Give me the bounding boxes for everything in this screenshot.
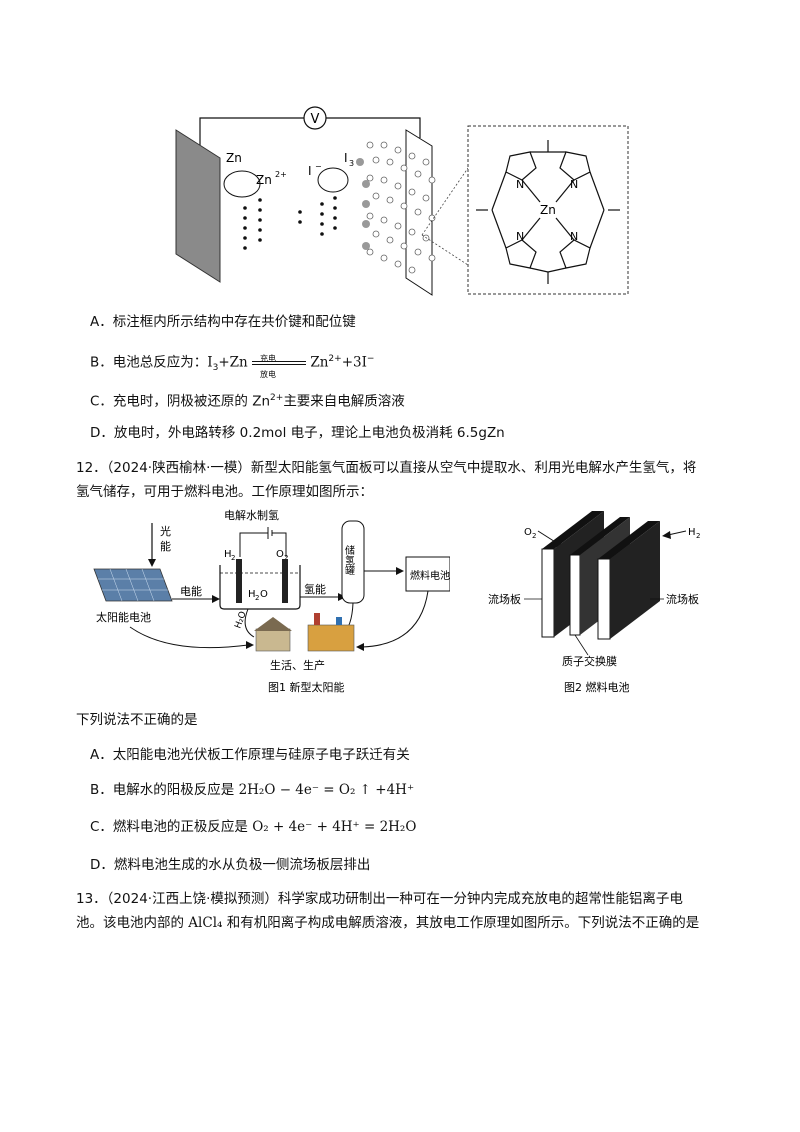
zn2-label: Zn: [256, 173, 272, 187]
svg-text:能: 能: [160, 539, 171, 553]
svg-text:N: N: [570, 178, 578, 191]
electrolytic-cell: [219, 565, 301, 610]
fuel-cell-diagram: O 2 H 2 流场板 流场板 质子交换膜 图2 燃料电池: [488, 511, 700, 694]
solar-hydrogen-diagram: 光 能 太阳能电池 电能 电解水制氢 H 2 O 2 H 2 O 氢能: [93, 508, 450, 694]
house-icon: [255, 628, 291, 652]
membrane-label: 质子交换膜: [562, 654, 617, 668]
life-label: 生活、生产: [270, 658, 325, 672]
svg-text:N: N: [516, 230, 524, 243]
svg-text:O: O: [260, 589, 268, 600]
solar-cell-label: 太阳能电池: [96, 610, 151, 624]
svg-text:H: H: [224, 549, 232, 560]
solar-panel-icon: [93, 568, 173, 602]
flow-plate-right-label: 流场板: [666, 592, 699, 606]
q12-option-d[interactable]: D．燃料电池生成的水从负极一侧流场板层排出: [90, 857, 371, 873]
q12-stem-line1: 12．（2024·陕西榆林·一模）新型太阳能氢气面板可以直接从空气中提取水、利用…: [76, 460, 697, 476]
q12-option-a[interactable]: A．太阳能电池光伏板工作原理与硅原子电子跃迁有关: [90, 747, 410, 763]
zinc-iodine-battery-diagram: V Zn Zn 2+ I − I 3: [175, 106, 629, 296]
q11-option-b[interactable]: B．电池总反应为：I3+Zn 充电 放电 Zn2++3I−: [90, 353, 375, 379]
reversible-arrow: 充电 放电: [252, 353, 307, 379]
svg-text:H: H: [248, 589, 256, 600]
svg-text:H: H: [688, 527, 696, 538]
q11-option-a[interactable]: A．标注框内所示结构中存在共价键和配位键: [90, 314, 356, 330]
voltmeter-label: V: [311, 112, 320, 127]
q13-stem-line2: 池。该电池内部的 AlCl₄ 和有机阳离子构成电解质溶液，其放电工作原理如图所示…: [76, 915, 700, 931]
q12-stem-line2: 氢气储存，可用于燃料电池。工作原理如图所示：: [76, 484, 373, 500]
svg-text:H₂O: H₂O: [233, 610, 248, 630]
fig1-caption: 图1 新型太阳能: [268, 680, 345, 694]
q13-stem-line1: 13．（2024·江西上饶·模拟预测）科学家成功研制出一种可在一分钟内完成充放电…: [76, 891, 683, 907]
iodide-cycle-arrow: [317, 167, 349, 193]
zinc-electrode: [175, 129, 221, 283]
svg-text:2: 2: [532, 532, 536, 540]
svg-text:O: O: [524, 527, 532, 538]
flow-plate-left-label: 流场板: [488, 592, 521, 606]
svg-text:2: 2: [696, 532, 700, 540]
iodide-label: I: [308, 164, 312, 178]
svg-text:N: N: [570, 230, 578, 243]
svg-text:3: 3: [349, 159, 354, 168]
svg-text:2+: 2+: [275, 170, 287, 179]
electrolysis-label: 电解水制氢: [224, 508, 279, 522]
zn-center-label: Zn: [540, 203, 556, 217]
porphyrin-inset: [467, 125, 629, 295]
q12-question: 下列说法不正确的是: [76, 712, 198, 728]
zn-cycle-arrow: [223, 170, 261, 198]
voltmeter-icon: [303, 106, 327, 130]
svg-text:N: N: [516, 178, 524, 191]
zn-label: Zn: [226, 151, 242, 165]
q12-option-b[interactable]: B．电解水的阳极反应是 2H₂O − 4e⁻ = O₂ ↑ +4H⁺: [90, 782, 415, 798]
bound-ions: [356, 158, 370, 250]
svg-text:电能: 电能: [180, 584, 202, 598]
factory-icon: [307, 624, 355, 652]
flow-plate-right: [610, 521, 660, 639]
svg-text:光: 光: [160, 524, 171, 538]
fig2-caption: 图2 燃料电池: [564, 680, 630, 694]
q11-option-c[interactable]: C．充电时，阴极被还原的 Zn2+主要来自电解质溶液: [90, 393, 405, 410]
triiodide-label: I: [344, 151, 348, 165]
svg-text:氢能: 氢能: [304, 582, 326, 596]
svg-text:2: 2: [255, 594, 259, 602]
svg-text:2: 2: [231, 554, 235, 562]
q12-option-c[interactable]: C．燃料电池的正极反应是 O₂ + 4e⁻ + 4H⁺ = 2H₂O: [90, 819, 417, 835]
svg-text:O: O: [276, 549, 284, 560]
storage-label: 储氢罐: [343, 544, 355, 576]
porphyrin-structure: [476, 140, 620, 284]
svg-text:2: 2: [284, 554, 288, 562]
framework-lattice: [366, 141, 436, 274]
fuel-cell-label: 燃料电池: [410, 569, 450, 582]
ion-dots: [243, 196, 337, 250]
q11-option-d[interactable]: D．放电时，外电路转移 0.2mol 电子，理论上电池负极消耗 6.5gZn: [90, 425, 505, 441]
svg-text:−: −: [315, 162, 322, 171]
